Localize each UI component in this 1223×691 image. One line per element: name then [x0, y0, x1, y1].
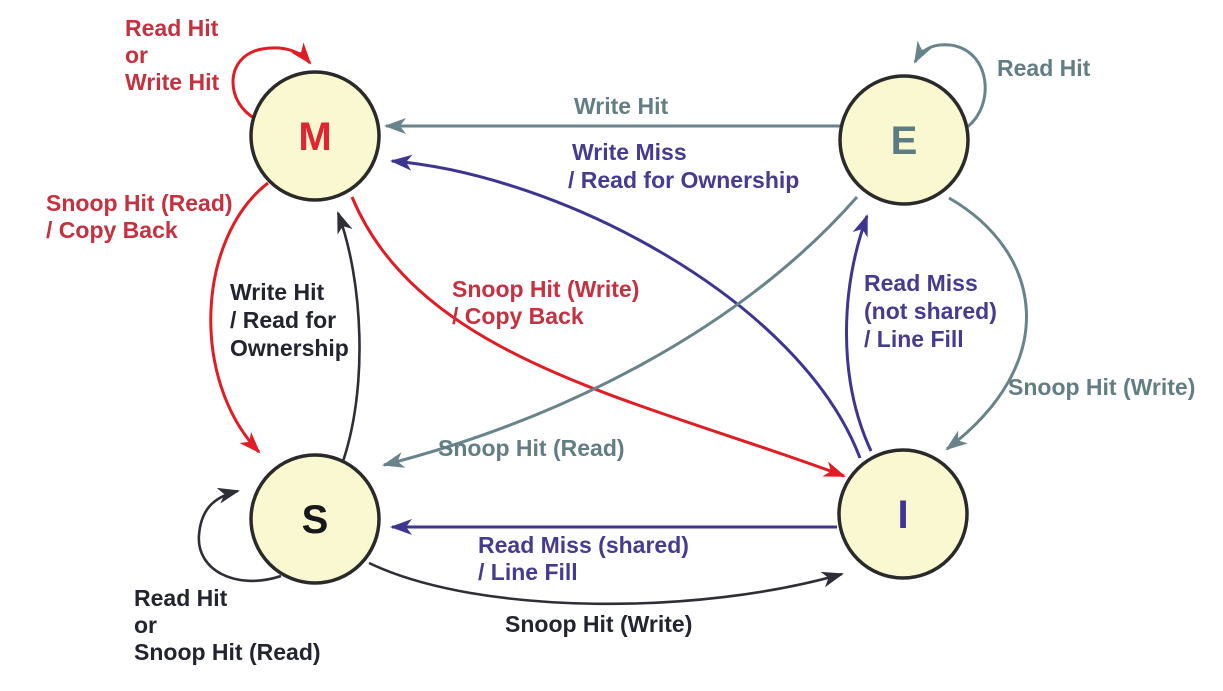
arrow-s-self-loop	[197, 487, 282, 583]
label-e-to-s-line1: Snoop Hit (Read)	[438, 435, 625, 461]
label-m-to-i-line2: / Copy Back	[452, 303, 584, 329]
state-node-exclusive	[838, 74, 970, 206]
state-letter-i: I	[897, 493, 908, 537]
arrow-s-to-m	[336, 211, 361, 468]
arrow-e-to-s	[382, 196, 859, 468]
label-i-to-s-line2: / Line Fill	[478, 559, 578, 585]
arrow-s-to-i	[368, 561, 844, 606]
label-s-to-m-line1: Write Hit	[230, 279, 324, 305]
state-letter-s: S	[302, 498, 329, 542]
label-i-to-m-line2: / Read for Ownership	[568, 167, 799, 193]
label-i-to-e-line3: / Line Fill	[864, 326, 964, 352]
label-e-to-m-line1: Write Hit	[574, 93, 668, 119]
state-node-shared	[249, 453, 381, 585]
label-i-to-e-line1: Read Miss	[864, 270, 978, 296]
label-s-self-line2: or	[134, 612, 157, 638]
label-m-self-line1: Read Hit	[125, 15, 219, 41]
label-i-to-s-line1: Read Miss (shared)	[478, 532, 689, 558]
state-letter-e: E	[891, 119, 918, 163]
label-s-to-m-line3: Ownership	[230, 335, 349, 361]
label-m-self-line2: or	[125, 42, 148, 68]
label-s-to-i-line1: Snoop Hit (Write)	[505, 611, 692, 637]
label-e-self-line1: Read Hit	[997, 55, 1091, 81]
label-m-to-s-line2: / Copy Back	[46, 217, 178, 243]
label-m-self-line3: Write Hit	[125, 69, 219, 95]
state-node-invalid	[837, 448, 969, 580]
label-m-to-i-line1: Snoop Hit (Write)	[452, 276, 639, 302]
label-e-to-i-line1: Snoop Hit (Write)	[1008, 374, 1195, 400]
arrow-i-to-e	[845, 214, 873, 452]
arrow-m-self-loop	[231, 42, 312, 122]
label-s-self-line3: Snoop Hit (Read)	[134, 639, 321, 665]
label-i-to-e-line2: (not shared)	[864, 298, 997, 324]
arrow-m-to-i	[350, 196, 846, 478]
arrow-m-to-s	[209, 181, 269, 454]
arrow-e-to-i	[945, 196, 1028, 451]
state-node-modified	[249, 70, 381, 202]
label-i-to-m-line1: Write Miss	[572, 139, 687, 165]
arrow-e-self-loop	[913, 40, 987, 130]
label-s-self-line1: Read Hit	[134, 585, 228, 611]
state-letter-m: M	[298, 115, 331, 159]
label-s-to-m-line2: / Read for	[230, 307, 336, 333]
arrow-i-to-m	[390, 154, 862, 459]
label-m-to-s-line1: Snoop Hit (Read)	[46, 190, 233, 216]
